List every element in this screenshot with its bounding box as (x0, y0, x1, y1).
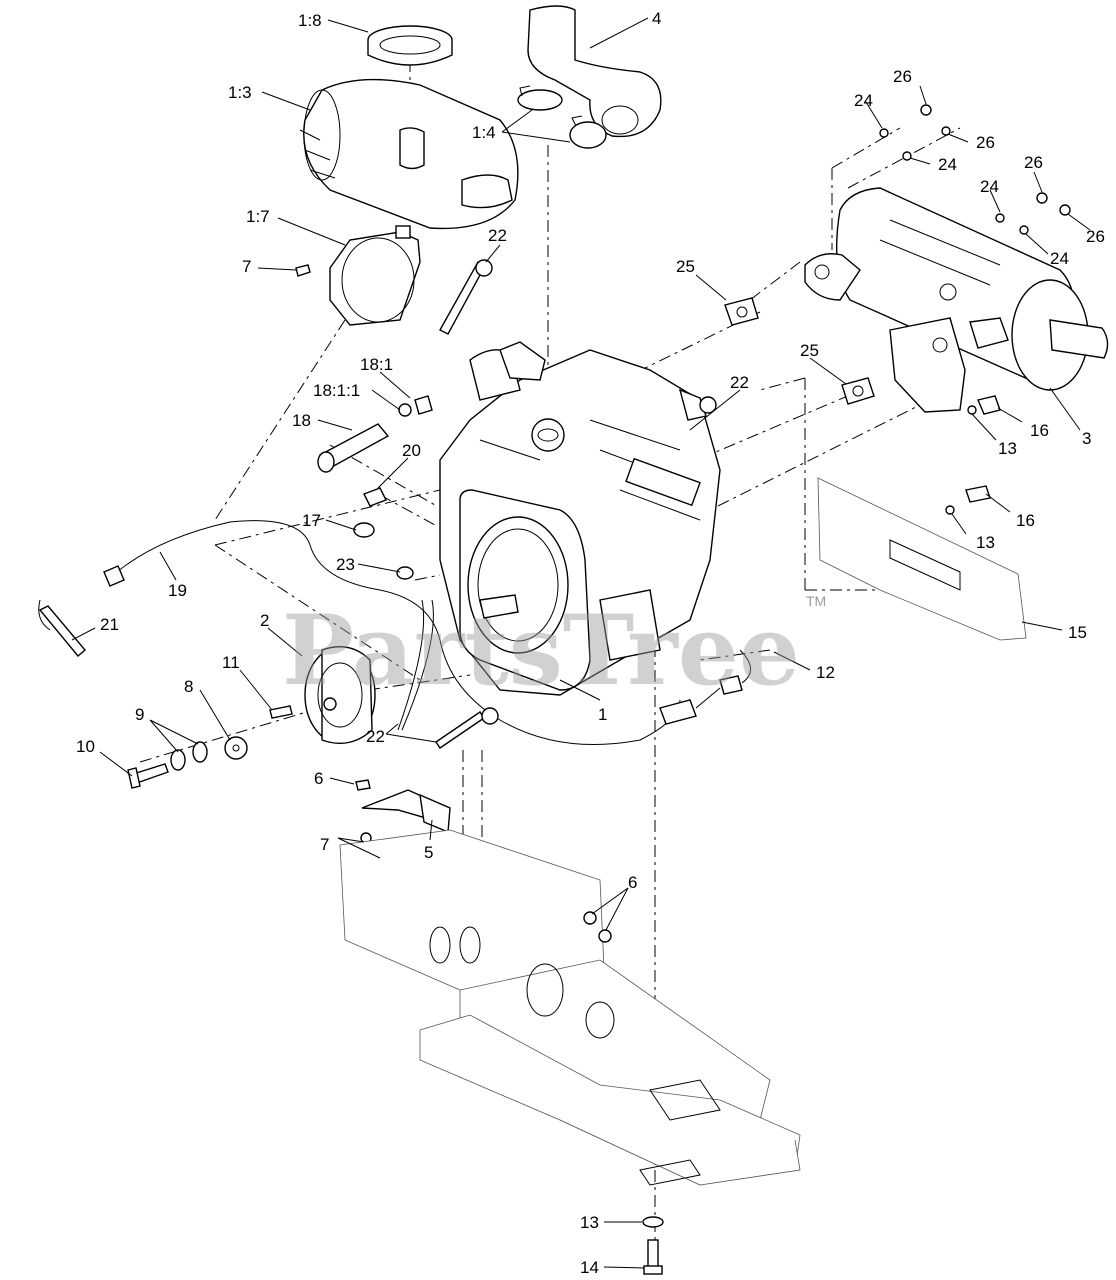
clip-23 (396, 566, 414, 580)
callout-1-8: 1:8 (298, 11, 322, 30)
callout-25b: 25 (800, 341, 819, 360)
callout-24c: 24 (980, 177, 999, 196)
callout-7a: 7 (242, 257, 251, 276)
callout-1-3: 1:3 (228, 83, 252, 102)
callout-23: 23 (336, 555, 355, 574)
washers-9 (170, 741, 208, 771)
callout-8: 8 (184, 677, 193, 696)
bolt-10 (127, 763, 169, 789)
heat-shield-15 (817, 477, 1027, 641)
callout-14: 14 (580, 1258, 599, 1277)
muffler-nuts-washers (879, 104, 1071, 235)
callout-13a: 13 (998, 439, 1017, 458)
callout-5: 5 (424, 843, 433, 862)
callout-24d: 24 (1050, 249, 1069, 268)
callout-18: 18 (292, 411, 311, 430)
callout-21: 21 (100, 615, 119, 634)
bracket-screw-7 (295, 264, 311, 277)
callout-22b: 22 (730, 373, 749, 392)
callout-13c: 13 (580, 1213, 599, 1232)
intake-elbow-hose (527, 5, 662, 138)
callout-13b: 13 (976, 533, 995, 552)
callout-7b: 7 (320, 835, 329, 854)
callout-19: 19 (168, 581, 187, 600)
callout-3: 3 (1082, 429, 1091, 448)
callout-18-1-1: 18:1:1 (313, 381, 360, 400)
callout-22a: 22 (488, 226, 507, 245)
fuel-line-18 (317, 423, 390, 473)
wire-connector (659, 649, 751, 725)
callout-16b: 16 (1016, 511, 1035, 530)
engine-block (439, 341, 721, 696)
callout-22c: 22 (366, 727, 385, 746)
callout-26a: 26 (893, 67, 912, 86)
callout-1-7: 1:7 (246, 207, 270, 226)
fuel-fittings-18-1 (398, 395, 433, 417)
callout-26b: 26 (976, 133, 995, 152)
watermark-trademark: TM (806, 593, 826, 609)
watermark-text: PartsTree (282, 594, 800, 707)
callout-4: 4 (652, 9, 661, 28)
callout-20: 20 (402, 441, 421, 460)
callout-26c: 26 (1024, 153, 1043, 172)
callout-24a: 24 (854, 91, 873, 110)
wire-ties-22 (397, 599, 499, 749)
muffler-bolts-16-13 (945, 395, 1001, 515)
bolt-14-washer-13 (642, 1216, 664, 1275)
callout-9: 9 (135, 705, 144, 724)
fuel-filter-20 (363, 487, 387, 507)
muffler-heat-shield-bracket (889, 317, 966, 413)
callout-12: 12 (816, 663, 835, 682)
callout-18-1: 18:1 (360, 355, 393, 374)
callout-24b: 24 (938, 155, 957, 174)
callout-15: 15 (1068, 623, 1087, 642)
callout-labels: 1:8 4 1:3 1:4 26 24 26 24 26 24 26 24 1:… (76, 9, 1105, 1277)
callout-10: 10 (76, 737, 95, 756)
air-cleaner-mount-bracket (329, 225, 421, 326)
leader-lines (71, 17, 1091, 1269)
hose-clamps (517, 85, 607, 149)
air-cleaner-cover (367, 25, 453, 66)
callout-6b: 6 (628, 873, 637, 892)
callout-25a: 25 (676, 257, 695, 276)
callout-6a: 6 (314, 769, 323, 788)
wire-harness-19 (38, 520, 681, 745)
callout-1-4: 1:4 (472, 123, 496, 142)
callout-11: 11 (222, 653, 240, 672)
chassis-nuts-6 (583, 911, 612, 943)
callout-1: 1 (598, 705, 607, 724)
callout-16a: 16 (1030, 421, 1049, 440)
callout-2: 2 (260, 611, 269, 630)
engine-pulley-2 (304, 646, 376, 744)
engine-mount-bracket-5 (361, 789, 451, 834)
callout-26d: 26 (1086, 227, 1105, 246)
washer-8 (224, 736, 248, 760)
watermark: PartsTree TM (282, 593, 826, 707)
ground-wire-21 (38, 605, 86, 657)
clamp-17 (353, 522, 375, 538)
muffler (804, 187, 1109, 391)
chassis-frame (339, 829, 801, 1186)
callout-17: 17 (302, 511, 321, 530)
air-cleaner-body (299, 78, 519, 230)
dipstick-tube (439, 259, 493, 335)
exhaust-gasket-lower (841, 377, 875, 405)
key-11 (269, 705, 293, 719)
exhaust-gasket-upper (724, 297, 759, 326)
